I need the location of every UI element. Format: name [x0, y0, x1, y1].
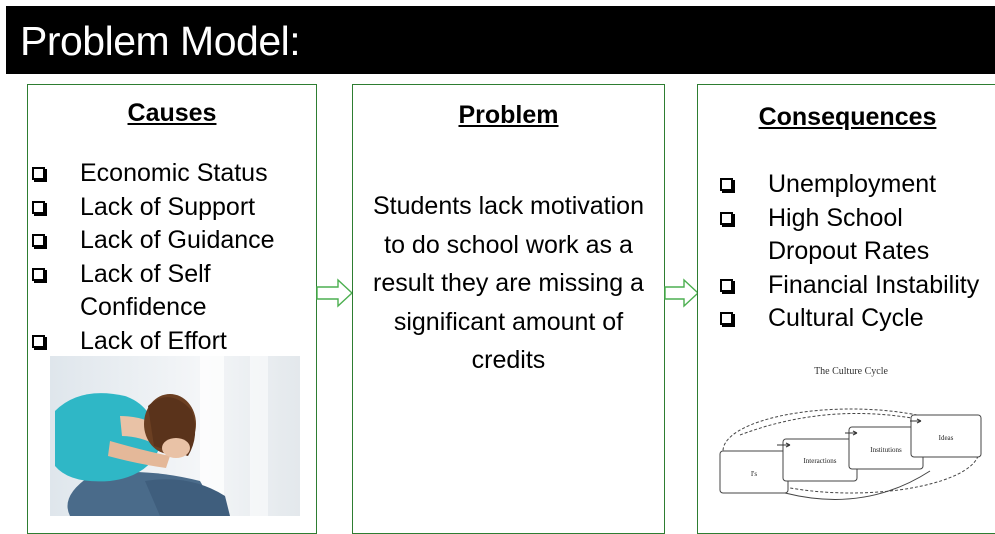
cause-item-label: Lack of Effort: [80, 326, 227, 355]
cycle-bottom-arc: [784, 470, 931, 500]
checkbox-icon: [720, 312, 733, 325]
checkbox-icon: [32, 234, 45, 247]
cause-item-label: Economic Status: [80, 159, 268, 187]
culture-cycle-title: The Culture Cycle: [814, 366, 888, 377]
causes-heading: Causes: [127, 99, 217, 127]
checkbox-icon: [720, 178, 733, 191]
consequence-item-label: High School Dropout Rates: [768, 203, 930, 266]
checkbox-icon: [720, 278, 733, 292]
consequence-item-label: Financial Instability: [768, 270, 980, 299]
stressed-student-photo: [50, 356, 300, 516]
svg-text:I's: I's: [751, 470, 758, 478]
cause-item: Lack of Self Confidence: [28, 258, 318, 325]
cycle-node-is: I's: [719, 450, 789, 494]
checkbox-icon: [32, 334, 45, 348]
cause-item: Lack of Effort: [28, 325, 318, 359]
cause-item-label: Lack of Self Confidence: [80, 259, 211, 322]
consequence-item: Cultural Cycle: [698, 302, 995, 336]
checkbox-icon: [720, 211, 733, 225]
consequences-heading: Consequences: [758, 103, 937, 131]
right-arrow-icon: [664, 278, 700, 308]
consequences-box: Consequences Unemployment High School Dr…: [697, 84, 995, 534]
cycle-node-ideas: Ideas: [910, 414, 982, 458]
consequence-item: Financial Instability: [698, 269, 995, 303]
consequence-item-label: Cultural Cycle: [768, 304, 924, 332]
consequence-item: High School Dropout Rates: [698, 202, 995, 269]
cause-item-label: Lack of Support: [80, 192, 256, 221]
cause-item-label: Lack of Guidance: [80, 226, 275, 254]
cause-item: Lack of Guidance: [28, 224, 318, 258]
consequence-item-label: Unemployment: [768, 170, 937, 198]
consequence-item: Unemployment: [698, 168, 995, 202]
checkbox-icon: [32, 267, 45, 281]
svg-text:Institutions: Institutions: [870, 446, 902, 454]
checkbox-icon: [32, 200, 45, 214]
right-arrow-icon: [316, 278, 354, 308]
culture-cycle-diagram: The Culture Cycle I's Interactions Insti…: [719, 366, 982, 500]
cycle-node-interactions: Interactions: [782, 438, 858, 482]
page-title: Problem Model:: [20, 18, 301, 64]
consequences-list: Unemployment High School Dropout Rates F…: [698, 168, 995, 336]
problem-heading: Problem: [458, 101, 559, 129]
cause-item: Economic Status: [28, 157, 318, 191]
svg-text:Ideas: Ideas: [939, 434, 954, 442]
checkbox-icon: [32, 167, 45, 180]
svg-text:Interactions: Interactions: [803, 457, 836, 465]
problem-statement: Students lack motivation to do school wo…: [373, 192, 644, 374]
title-bar: Problem Model:: [6, 6, 995, 74]
problem-box: Problem Students lack motivation to do s…: [352, 84, 665, 534]
causes-list: Economic Status Lack of Support Lack of …: [28, 157, 318, 358]
cause-item: Lack of Support: [28, 191, 318, 225]
